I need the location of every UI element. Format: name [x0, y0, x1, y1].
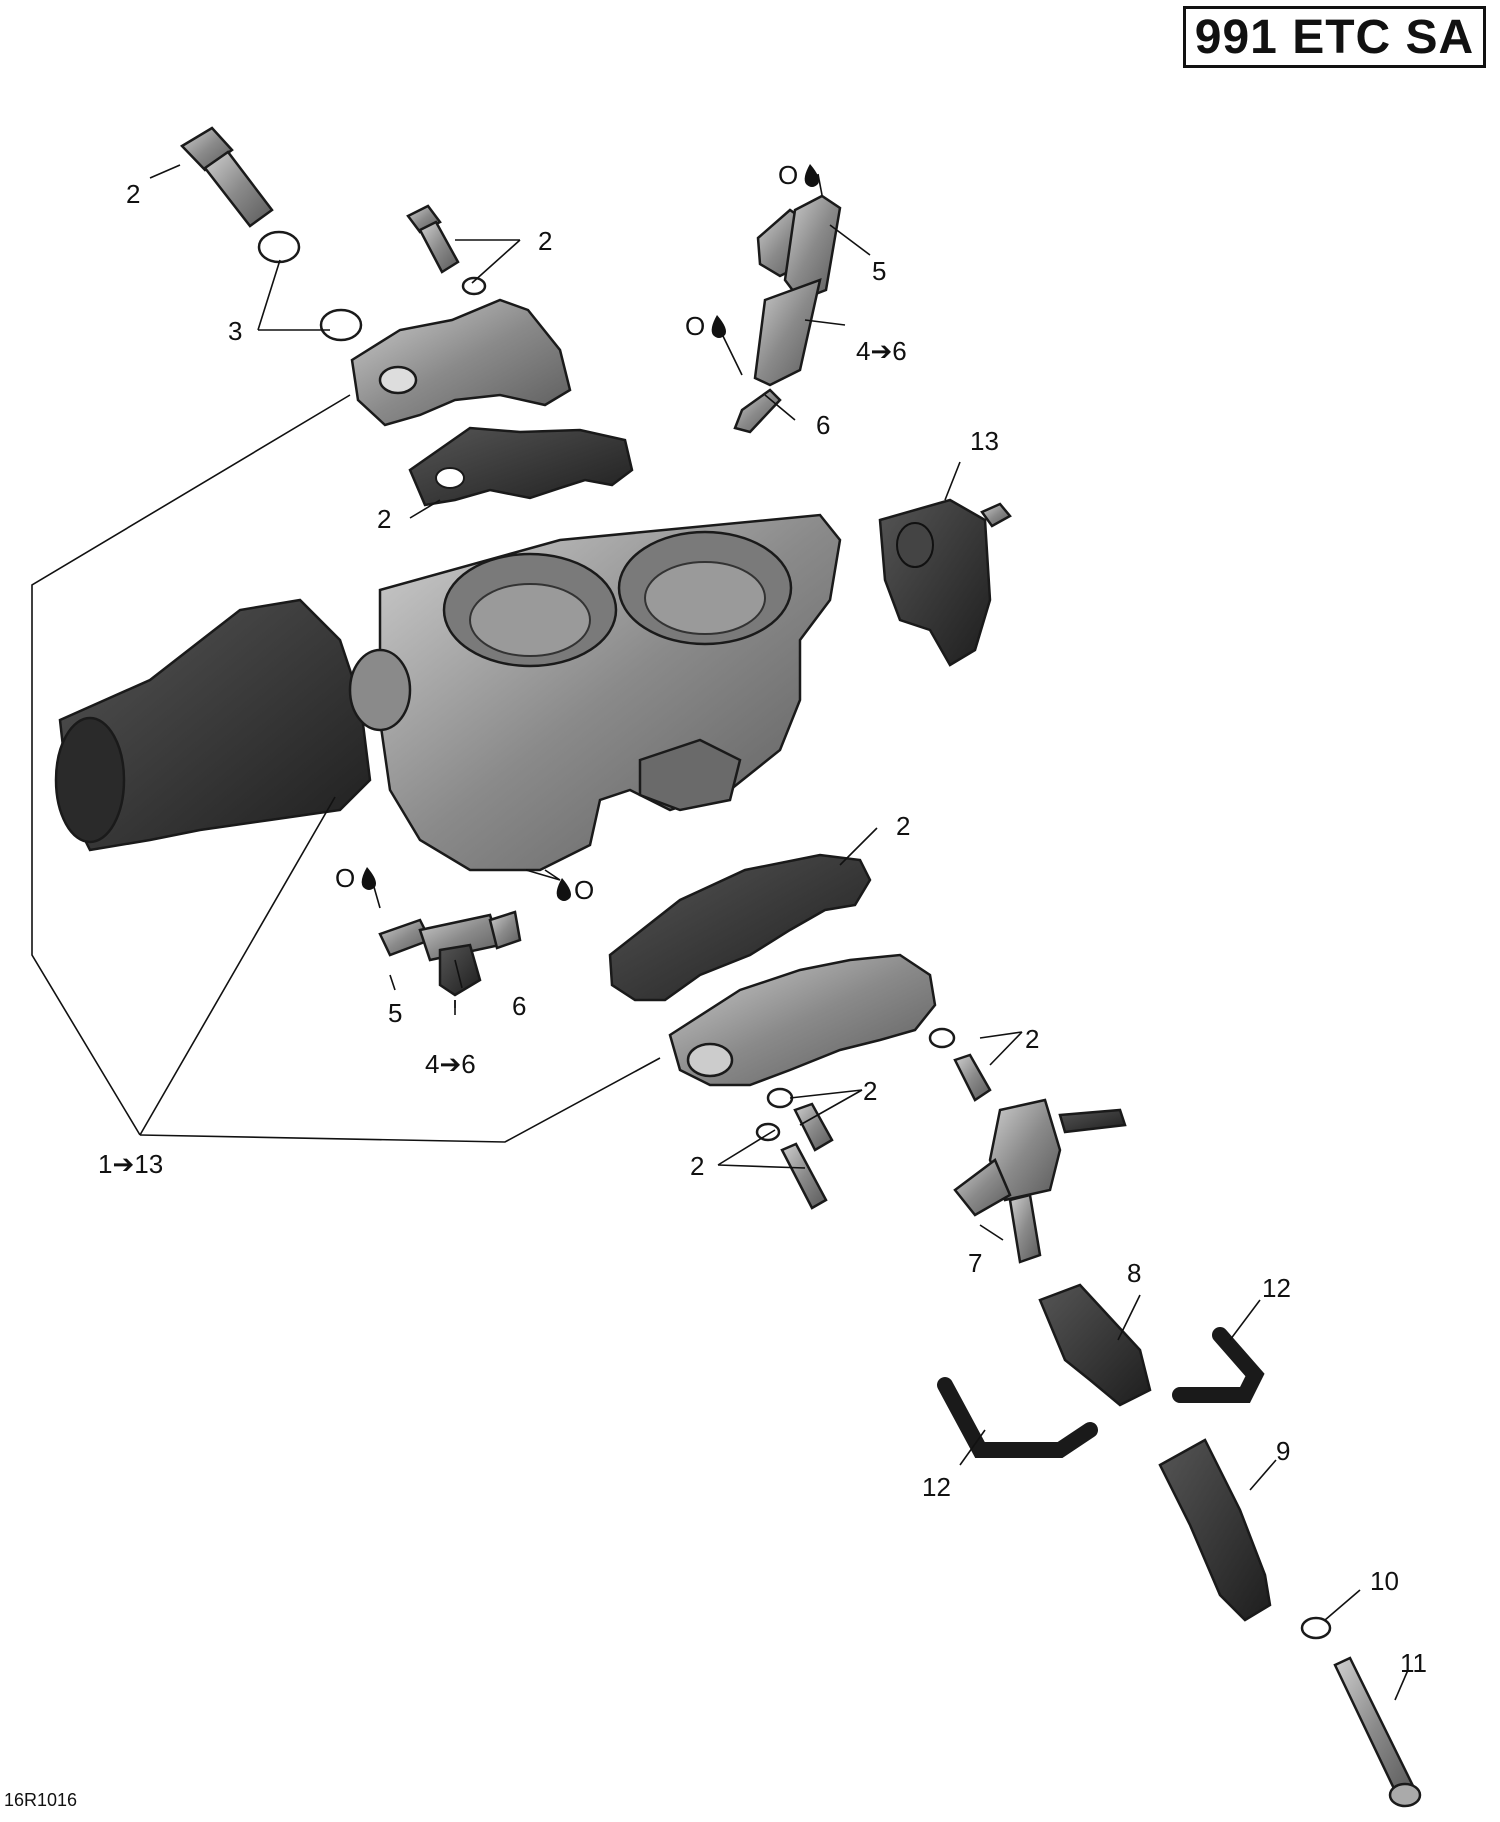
callout-8: 8 [1127, 1258, 1141, 1288]
callout-4-6: 4➔6 [856, 336, 907, 366]
gasket-top-hole [435, 467, 465, 489]
fuel-rail-top-hole [378, 365, 418, 395]
fuel-injector-lower [378, 910, 522, 997]
drop-icon [711, 315, 726, 338]
o-ring-3a [257, 230, 301, 264]
lube-mark-2: O [685, 311, 726, 341]
fuel-pressure-regulator [953, 1098, 1127, 1264]
callout-12: 12 [922, 1472, 951, 1502]
callouts: 2 2 3 5 4➔6 6 13 2 2 5 6 4➔6 1➔13 2 2 2 … [98, 179, 1427, 1678]
callout-6: 6 [512, 991, 526, 1021]
lube-mark-letter: O [685, 311, 705, 341]
callout-2: 2 [377, 504, 391, 534]
callout-7: 7 [968, 1248, 982, 1278]
o-ring-3b [319, 308, 363, 342]
callout-4-6: 4➔6 [425, 1049, 476, 1079]
lube-mark-letter: O [335, 863, 355, 893]
bolt-lower [780, 1142, 828, 1210]
callout-2: 2 [896, 811, 910, 841]
lube-mark-4: O [556, 875, 594, 905]
lube-mark-letter: O [574, 875, 594, 905]
throttle-actuator [54, 598, 412, 852]
washer-top [461, 276, 487, 296]
fuel-injector-upper [733, 194, 842, 434]
callout-11: 11 [1400, 1648, 1427, 1678]
hose-12-right [1172, 1327, 1265, 1403]
callout-2: 2 [126, 179, 140, 209]
plug-lower-a [953, 1053, 992, 1102]
callout-1-13: 1➔13 [98, 1149, 163, 1179]
plug-lower-b [793, 1102, 834, 1152]
callout-2: 2 [863, 1076, 877, 1106]
reference-code: 16R1016 [4, 1790, 78, 1810]
throttle-body [378, 513, 842, 872]
lube-mark-letter: O [778, 160, 798, 190]
callout-12: 12 [1262, 1273, 1291, 1303]
model-badge-text: 991 ETC SA [1194, 10, 1475, 64]
drop-icon [804, 164, 819, 187]
model-badge: 991 ETC SA [1183, 6, 1486, 68]
drop-icon [361, 867, 376, 890]
callout-5: 5 [388, 998, 402, 1028]
washer-10 [1300, 1616, 1332, 1640]
bracket-9 [1158, 1438, 1272, 1622]
callout-2: 2 [690, 1151, 704, 1181]
gasket-top [408, 426, 634, 507]
bolt-top-left [180, 126, 274, 228]
callout-5: 5 [872, 256, 886, 286]
o-ring-lower-b [766, 1087, 794, 1109]
o-ring-lower-c [755, 1122, 781, 1142]
lube-mark-3: O [335, 863, 376, 893]
lube-mark-1: O [778, 160, 819, 190]
callout-3: 3 [228, 316, 242, 346]
callout-2: 2 [1025, 1024, 1039, 1054]
hose-12-left [937, 1377, 1098, 1458]
bolt-11 [1333, 1656, 1417, 1799]
leader-lines [31, 164, 1409, 1701]
drop-icon [556, 878, 571, 901]
callout-6: 6 [816, 410, 830, 440]
callout-10: 10 [1370, 1566, 1399, 1596]
fuel-rail-lower-port [686, 1042, 734, 1078]
fuel-rail-top [350, 298, 572, 427]
bolt-11-head [1388, 1782, 1422, 1808]
small-bolt-top [406, 204, 460, 274]
callout-9: 9 [1276, 1436, 1290, 1466]
gasket-lower [608, 853, 872, 1002]
o-ring-lower-a [928, 1027, 956, 1049]
fuel-rail-lower [668, 953, 937, 1087]
callout-2: 2 [538, 226, 552, 256]
sensor-13 [878, 498, 1012, 667]
callout-13: 13 [970, 426, 999, 456]
bracket-8 [1038, 1283, 1152, 1407]
